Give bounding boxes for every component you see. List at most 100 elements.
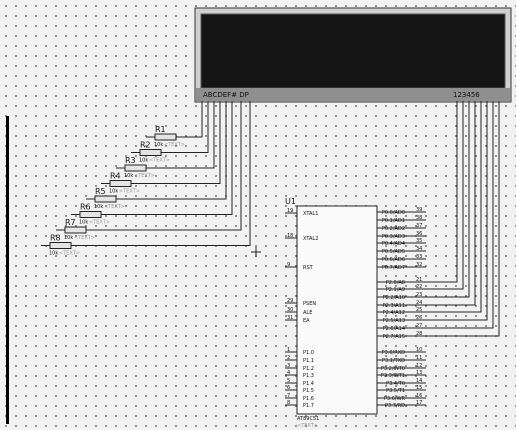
pin-name: P2.2/A10 [383, 295, 405, 301]
resistor-name: R1 [155, 125, 166, 134]
resistor-name: R6 [80, 203, 91, 212]
pin-number: 30 [287, 307, 293, 313]
pin-number: 36 [416, 231, 422, 237]
pin-number: 25 [416, 307, 422, 313]
pin-number: 38 [416, 215, 422, 221]
pin-number: 18 [287, 233, 293, 239]
segment-wire [86, 101, 242, 231]
resistor-text-placeholder: <TEXT> [59, 251, 80, 257]
resistor-value: 10k [94, 204, 103, 210]
mcu-pin-24[interactable]: P2.3/A11 24 [377, 300, 426, 309]
pin-number: 5 [287, 378, 290, 384]
resistor-body[interactable] [139, 149, 162, 156]
resistor-body[interactable] [94, 195, 117, 203]
resistor-body[interactable] [109, 180, 132, 187]
digit-wire [426, 101, 470, 298]
resistor-value: 10k [109, 189, 118, 195]
mcu-ref: U1 [285, 197, 296, 206]
resistor-value: 10k [154, 142, 163, 148]
digit-wire [426, 101, 464, 290]
resistor-value: 10k [64, 235, 73, 241]
pin-name: P2.1/A9 [386, 287, 405, 293]
pin-name: P2.5/A13 [383, 318, 405, 324]
pin-name: P2.3/A11 [383, 303, 405, 309]
digit-wire [426, 101, 476, 306]
resistor-value: 10k [79, 220, 88, 226]
segment-wire [176, 101, 203, 138]
pin-name: P0.5/AD5 [382, 249, 405, 255]
pin-name: P3.4/T0 [386, 381, 405, 387]
pin-number: 7 [287, 393, 290, 399]
resistor-body[interactable] [154, 133, 177, 141]
pin-number: 3 [287, 363, 290, 369]
pin-number: 24 [416, 300, 422, 306]
pin-number: 29 [287, 298, 293, 304]
pin-number: 17 [416, 400, 422, 406]
resistor-body[interactable] [64, 226, 87, 234]
pin-number: 10 [416, 347, 422, 353]
resistor-body[interactable] [49, 242, 72, 249]
pin-number: 13 [416, 370, 422, 376]
mcu-body[interactable] [296, 205, 378, 415]
pin-number: 27 [416, 323, 422, 329]
pin-number: 11 [416, 355, 422, 361]
wire-junction [251, 247, 261, 257]
seven-segment-display[interactable]: ABCDEF# DP 123456 [194, 7, 512, 103]
resistor-body[interactable] [124, 164, 147, 172]
digit-wire [426, 101, 458, 283]
resistor-body[interactable] [79, 211, 102, 218]
pin-name: P3.5/T1 [386, 388, 405, 394]
pin-number: 31 [287, 315, 293, 321]
pin-number: 39 [416, 207, 422, 213]
pin-number: 8 [287, 400, 290, 406]
